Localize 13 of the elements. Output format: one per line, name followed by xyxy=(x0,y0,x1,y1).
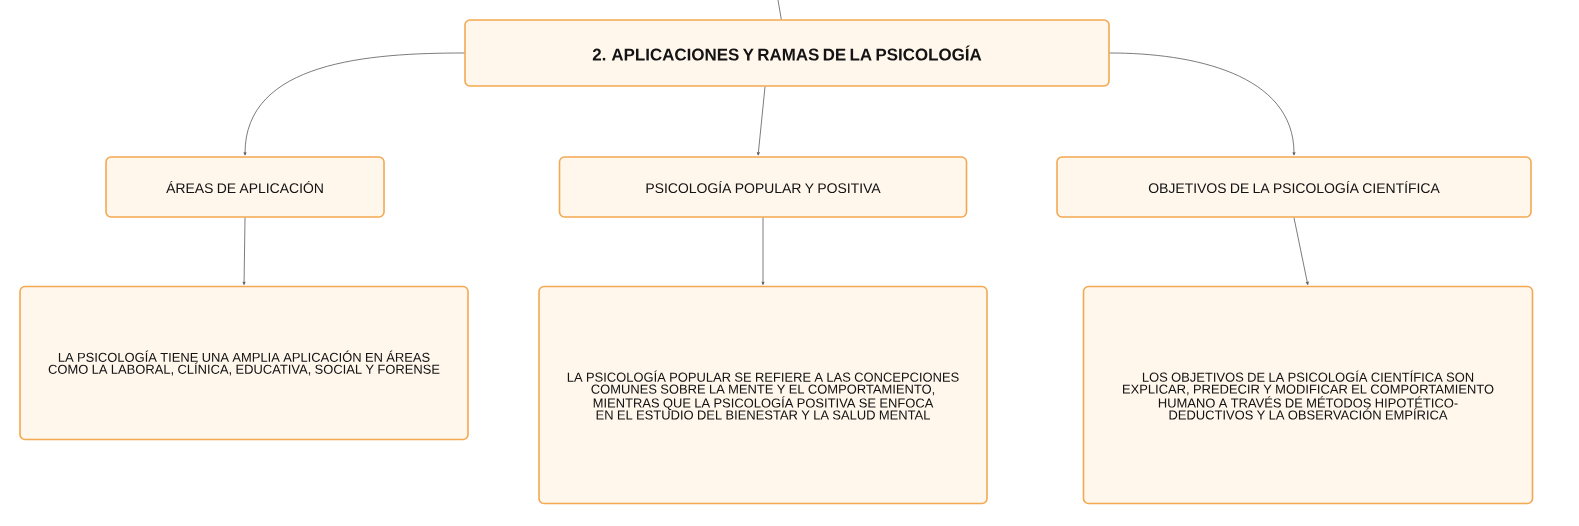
subtopic-box: OBJETIVOS DE LA PSICOLOGÍA CIENTÍFICA xyxy=(1056,156,1532,218)
connector-arrow xyxy=(1293,217,1309,286)
subtopic-box: PSICOLOGÍA POPULAR Y POSITIVA xyxy=(558,156,968,218)
description-box: LA PSICOLOGÍA TIENE UNA AMPLIA APLICACIÓN EN ÁREAS COMO LA LABORAL, CLÍNICA, EDUCATIVA, SOCIAL Y FORENSE xyxy=(19,285,469,441)
connector-arrow xyxy=(761,217,765,285)
connector-arrow xyxy=(242,217,246,285)
connector-arrow xyxy=(243,52,465,156)
topic-box: 2. APLICACIONES Y RAMAS DE LA PSICOLOGÍA xyxy=(464,19,1110,87)
connector-arrow xyxy=(1109,52,1296,156)
description-box: LOS OBJETIVOS DE LA PSICOLOGÍA CIENTÍFICA SON EXPLICAR, PREDECIR Y MODIFICAR EL COMPORTAMIENTO HUMANO A TRAVÉS DE MÉTODOS HIPOTÉTICO-DEDUCTIVOS Y LA OBSERVACIÓN EMPÍRICA xyxy=(1082,285,1534,505)
subtopic-box: ÁREAS DE APLICACIÓN xyxy=(105,156,385,218)
connector-arrow xyxy=(756,86,766,156)
description-box: LA PSICOLOGÍA POPULAR SE REFIERE A LAS CONCEPCIONES COMUNES SOBRE LA MENTE Y EL COMPORTAMIENTO, MIENTRAS QUE LA PSICOLOGÍA POSITIVA SE ENFOCA EN EL ESTUDIO DEL BIENESTAR Y LA SALUD MENTAL xyxy=(538,285,988,505)
